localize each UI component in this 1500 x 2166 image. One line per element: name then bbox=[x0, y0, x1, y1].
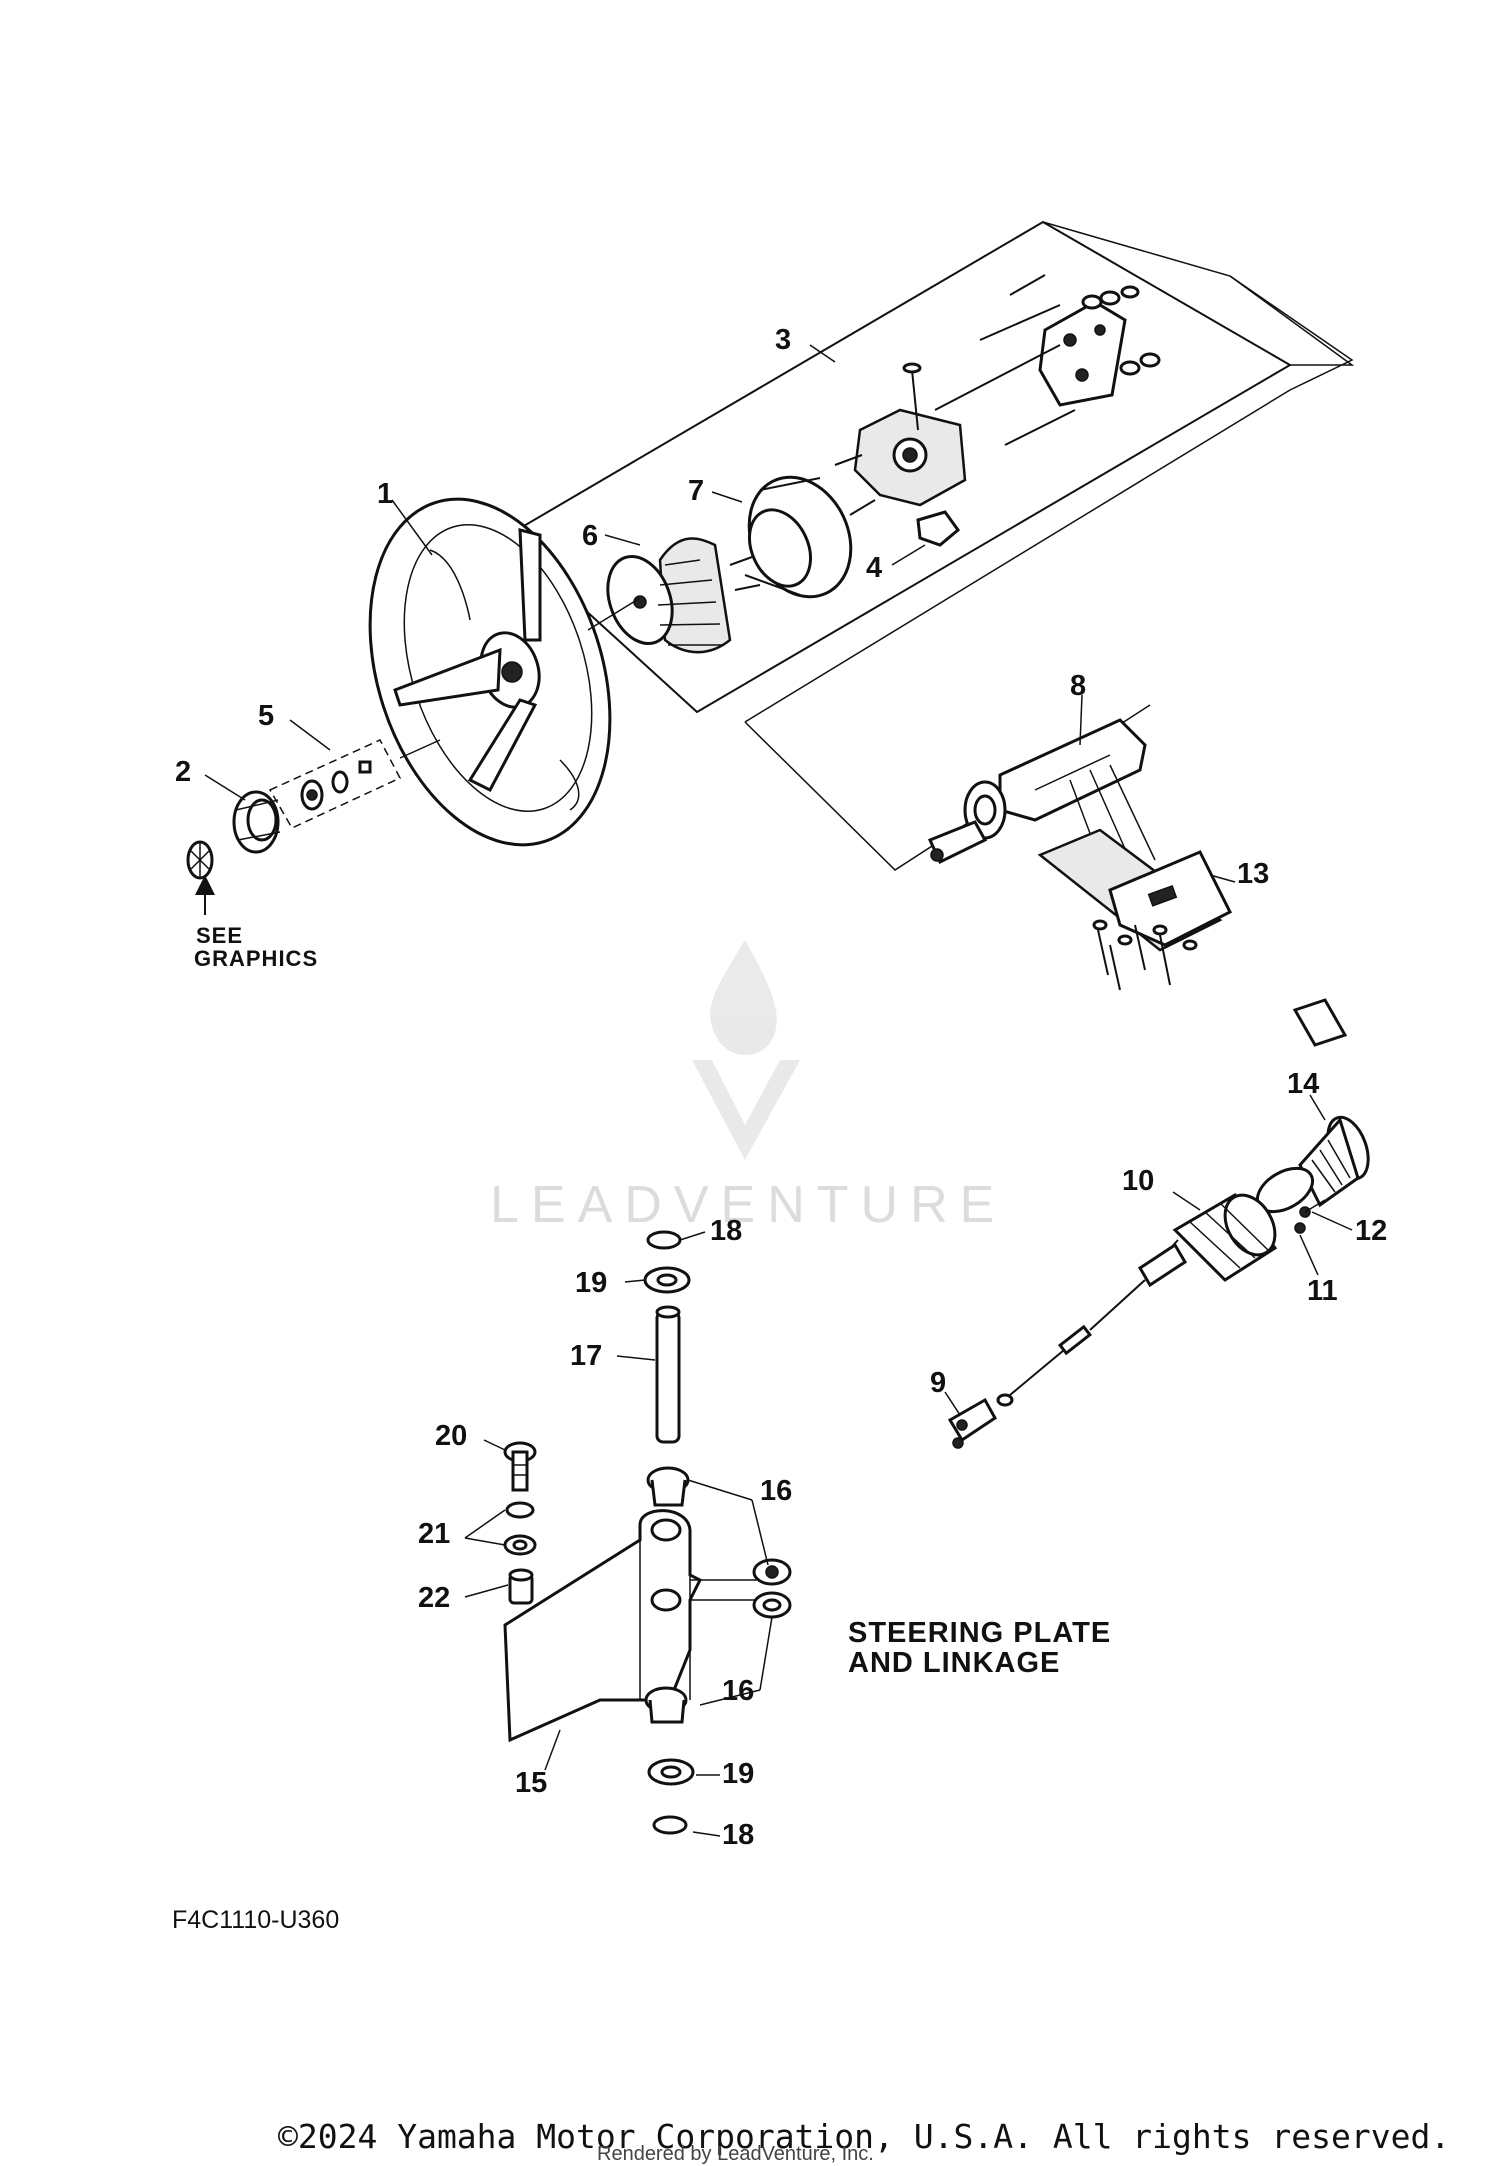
callout-20: 20 bbox=[435, 1420, 467, 1452]
callout-9: 9 bbox=[930, 1367, 946, 1399]
section-title-line1: STEERING PLATE bbox=[848, 1617, 1111, 1649]
callout-6: 6 bbox=[582, 520, 598, 552]
rendered-by: Rendered by LeadVenture, Inc. bbox=[597, 2143, 874, 2165]
callout-1: 1 bbox=[377, 478, 393, 510]
callout-21: 21 bbox=[418, 1518, 450, 1550]
steering-helm-box bbox=[503, 220, 1355, 714]
part-9-cable-end bbox=[947, 1242, 1188, 1449]
part-8-helm-unit bbox=[927, 718, 1156, 865]
callout-7: 7 bbox=[688, 475, 704, 507]
leader-lines bbox=[204, 344, 1353, 1837]
callout-16b: 16 bbox=[722, 1675, 754, 1707]
callout-14: 14 bbox=[1287, 1068, 1319, 1100]
steering-cable bbox=[1213, 927, 1403, 1133]
callout-2: 2 bbox=[175, 756, 191, 788]
callout-13: 13 bbox=[1237, 858, 1269, 890]
callout-15: 15 bbox=[515, 1767, 547, 1799]
part-14-boot bbox=[1256, 1115, 1370, 1214]
copyright-notice: ©2024 Yamaha Motor Corporation, U.S.A. A… bbox=[278, 2117, 1450, 2156]
part-2-nut bbox=[232, 790, 281, 854]
callout-22: 22 bbox=[418, 1582, 450, 1614]
callout-19a: 19 bbox=[575, 1267, 607, 1299]
callout-5: 5 bbox=[258, 700, 274, 732]
figure-code: F4C1110-U360 bbox=[172, 1906, 339, 1934]
part-5-kit bbox=[268, 739, 441, 829]
callout-18a: 18 bbox=[710, 1215, 742, 1247]
callout-10: 10 bbox=[1122, 1165, 1154, 1197]
see-graphics-line2: GRAPHICS bbox=[194, 946, 318, 971]
steering-wheel bbox=[368, 497, 612, 847]
callout-3: 3 bbox=[775, 324, 791, 356]
part-13-controller bbox=[1037, 828, 1233, 991]
helm-mechanism bbox=[606, 274, 1161, 654]
callout-16a: 16 bbox=[760, 1475, 792, 1507]
steering-plate-assembly bbox=[503, 1230, 792, 1835]
callout-17: 17 bbox=[570, 1340, 602, 1372]
watermark-logo bbox=[692, 940, 800, 1160]
callout-19b: 19 bbox=[722, 1758, 754, 1790]
callout-4: 4 bbox=[866, 552, 882, 584]
callout-8: 8 bbox=[1070, 670, 1086, 702]
see-graphics-line1: SEE bbox=[196, 923, 243, 948]
section-title-line2: AND LINKAGE bbox=[848, 1647, 1060, 1679]
parts-11-12-fasteners bbox=[1294, 1199, 1326, 1234]
callout-18b: 18 bbox=[722, 1819, 754, 1851]
watermark-text: LEADVENTURE bbox=[490, 1176, 1006, 1234]
hub-cap-graphic bbox=[186, 840, 214, 880]
callout-12: 12 bbox=[1355, 1215, 1387, 1247]
callout-11: 11 bbox=[1307, 1275, 1338, 1307]
callout-numbers: 1 2 3 4 5 6 7 8 9 10 11 12 13 14 15 16 1… bbox=[175, 324, 1387, 1851]
